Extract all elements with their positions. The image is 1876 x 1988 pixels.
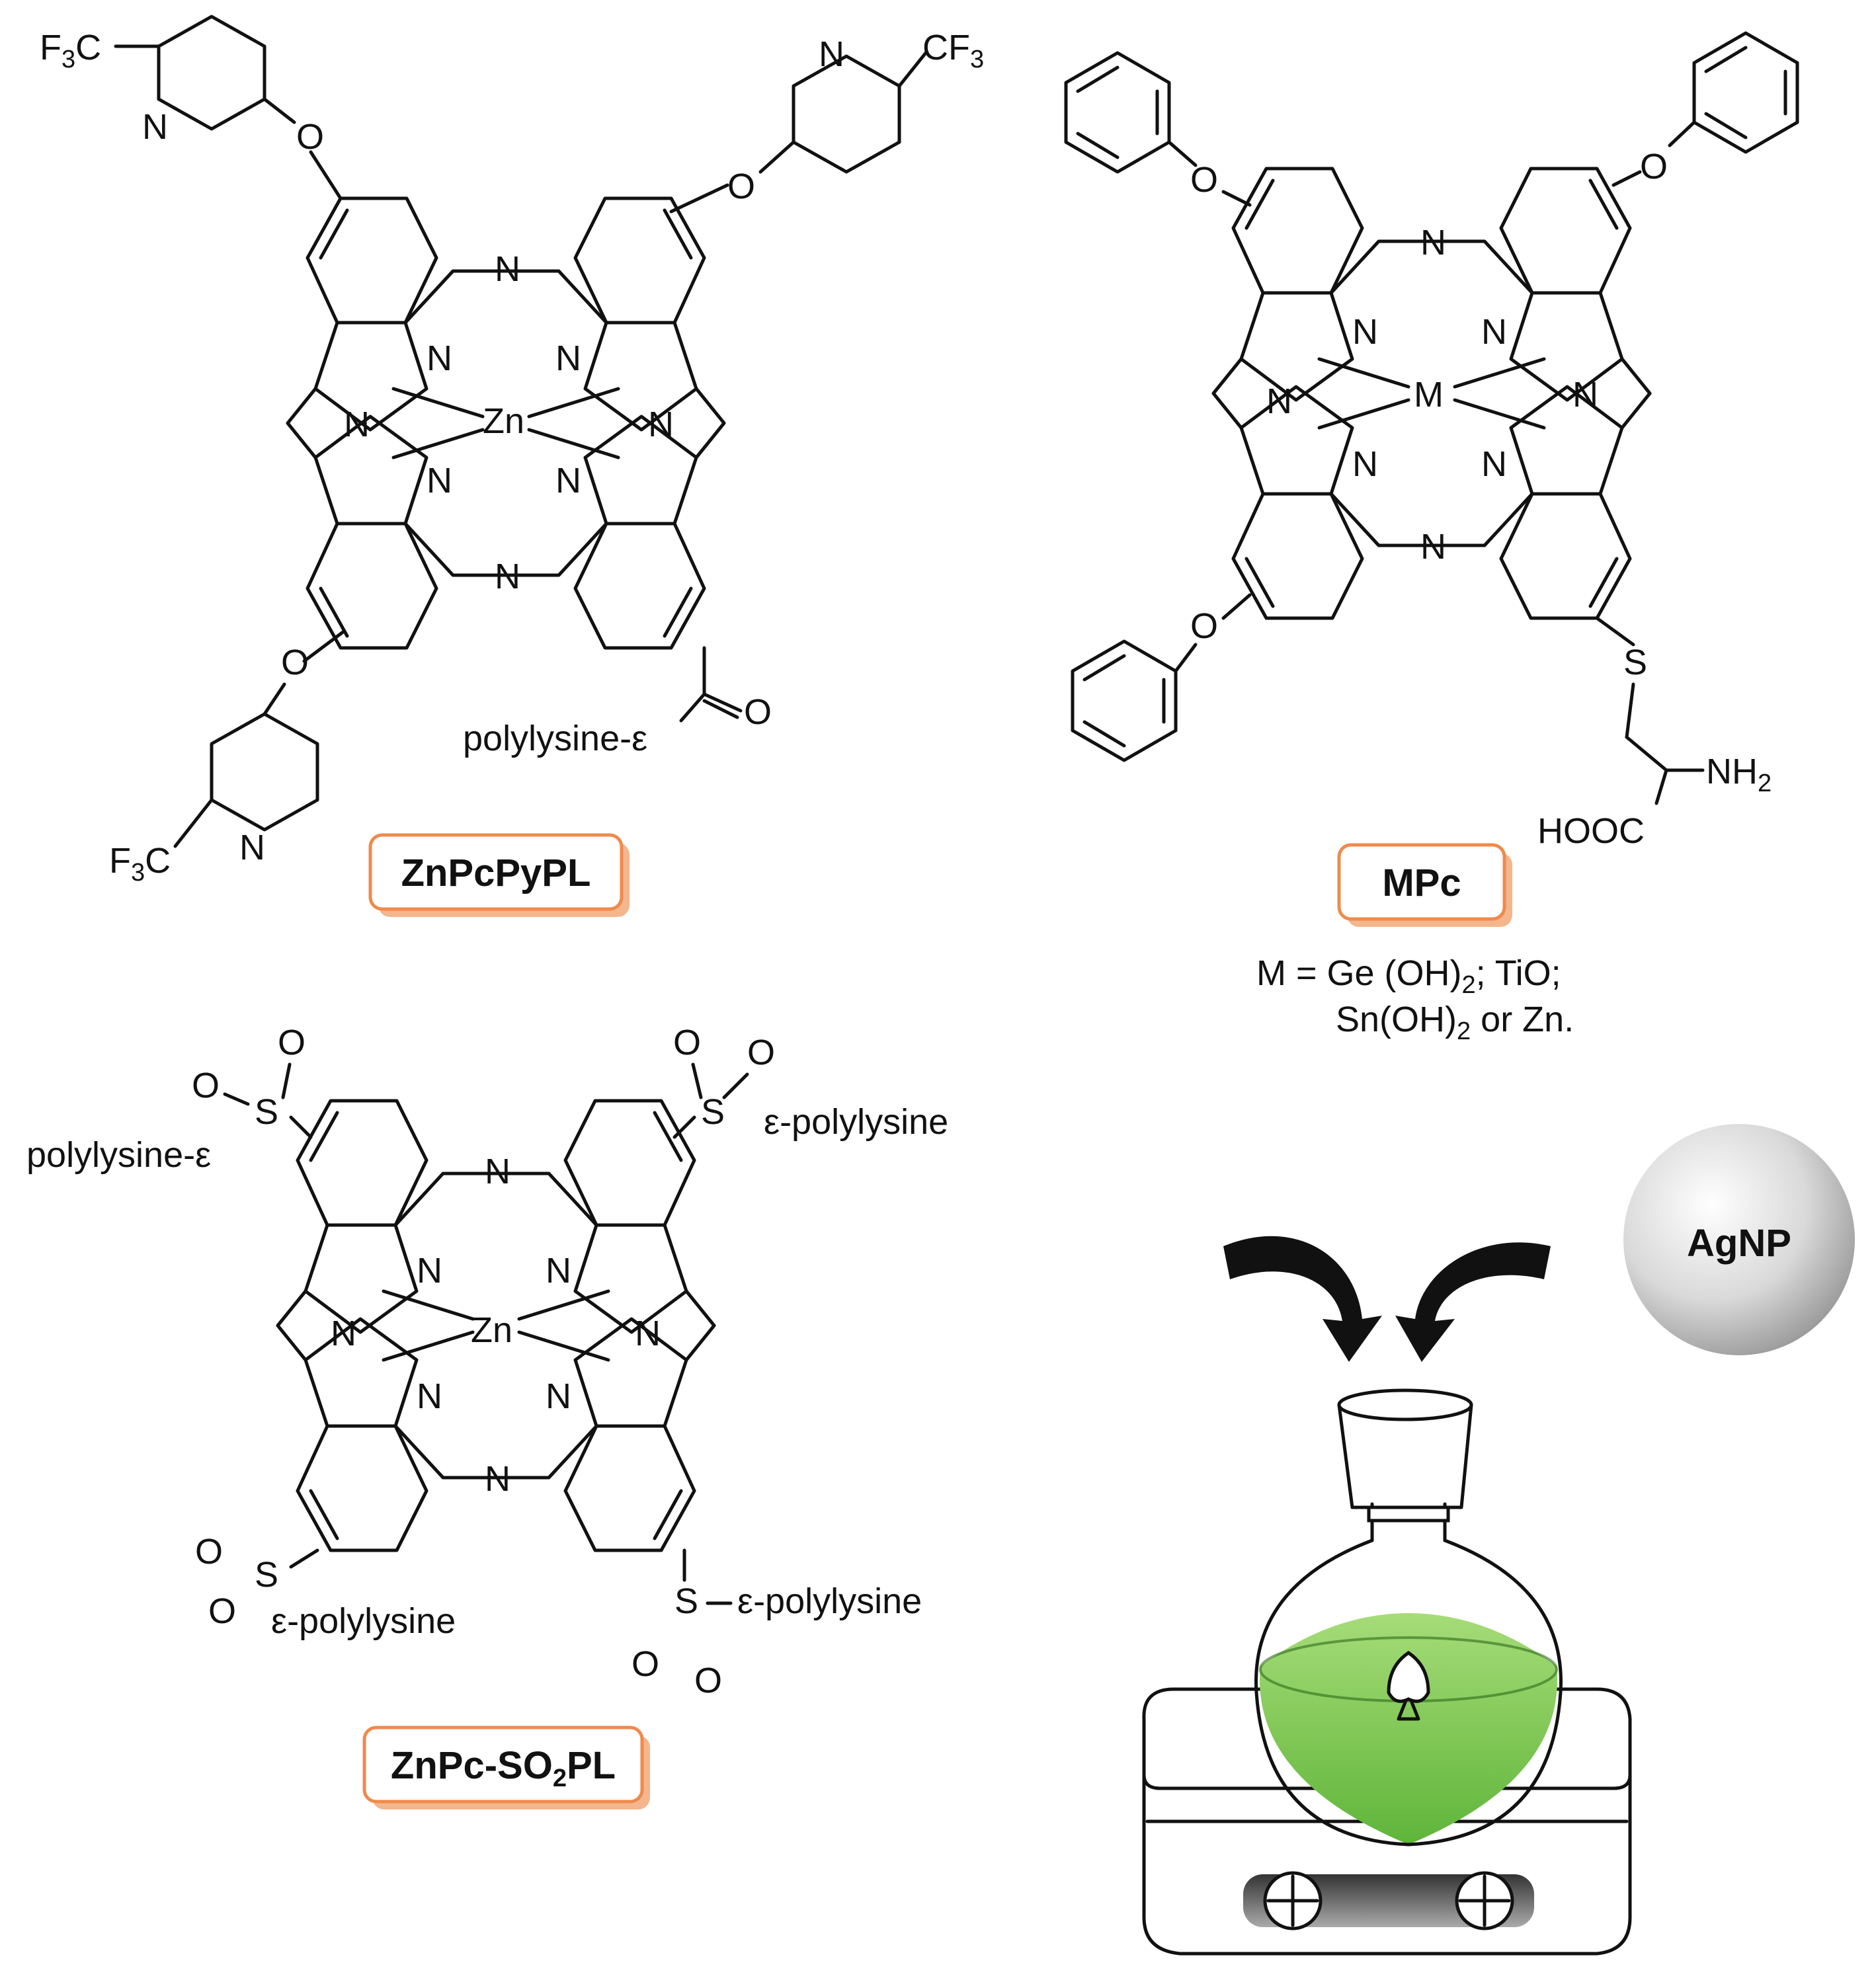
so2-meso-n-left: N <box>331 1314 356 1353</box>
mpc-label: MPc <box>1382 861 1461 904</box>
synthesis-setup: AgNP <box>1142 1124 1855 1956</box>
mpc-ether-o-2: O <box>1640 147 1668 186</box>
pyridine-n-1: N <box>142 107 168 147</box>
so2-linker-bl: ε-polylysine <box>271 1601 456 1641</box>
so2-linker-br: ε-polylysine <box>737 1581 922 1621</box>
so2-meso-n-right: N <box>635 1314 661 1353</box>
carbonyl-o: O <box>744 692 772 732</box>
so2-pyrrole-n-3: N <box>417 1376 442 1416</box>
mpc-meso-n-top: N <box>1420 223 1446 262</box>
so2-pyrrole-n-1: N <box>417 1251 442 1291</box>
mpc-metal-note-line1: M = Ge (OH)2; TiO; <box>1256 953 1561 999</box>
mpc-meso-n-left: N <box>1266 381 1292 421</box>
sulfonyl-o-3a: O <box>195 1532 223 1571</box>
pyrrole-n-3: N <box>427 461 452 500</box>
mpc-pyrrole-n-1: N <box>1352 312 1378 352</box>
mpc-metal: M <box>1414 375 1444 415</box>
so2-meso-n-top: N <box>485 1152 510 1191</box>
flask-body <box>1254 1502 1563 1847</box>
mpc-metal-note-line2: Sn(OH)2 or Zn. <box>1336 1000 1574 1045</box>
sulfonyl-s-4: S <box>674 1581 698 1621</box>
sulfonyl-o-2b: O <box>747 1033 775 1072</box>
stir-bar-icon <box>1387 1650 1430 1703</box>
sulfonyl-o-1a: O <box>278 1023 306 1062</box>
so2-pyrrole-n-4: N <box>546 1376 571 1416</box>
mpc-pyrrole-n-3: N <box>1352 444 1378 484</box>
hotplate-body <box>1142 1730 1632 1956</box>
agnp-label: AgNP <box>1687 1222 1791 1265</box>
znpcso2pl-badge <box>362 1726 644 1804</box>
cf3-2: CF3 <box>922 28 984 73</box>
mpc-meso-n-right: N <box>1572 375 1598 415</box>
metal-zn: Zn <box>483 401 524 441</box>
mpc-ether-o-3: O <box>1190 606 1218 646</box>
mpc-acid: HOOC <box>1537 811 1645 851</box>
mpc-pyrrole-n-2: N <box>1481 312 1507 352</box>
znpcso2pl-structure: N N N N N N N N Zn S O O polylysine-ε S … <box>26 1023 948 1809</box>
sulfonyl-s-2: S <box>701 1092 725 1132</box>
ether-o-1: O <box>296 117 324 157</box>
cf3-1: F3C <box>40 28 101 73</box>
so2-meso-n-bottom: N <box>485 1459 510 1499</box>
znpcso2pl-label: ZnPc-SO2PL <box>391 1744 616 1792</box>
ether-o-2: O <box>727 167 755 206</box>
sulfonyl-o-4b: O <box>694 1661 722 1700</box>
meso-n-bottom: N <box>495 557 520 596</box>
so2-linker-tl: polylysine-ε <box>26 1135 211 1175</box>
pyridine-n-2: N <box>819 34 844 74</box>
sulfonyl-o-3b: O <box>208 1591 236 1631</box>
mpc-structure: N N N N N N N N M O O O S NH2 HOOC <box>1066 33 1797 1045</box>
pyrrole-n-1: N <box>427 338 452 378</box>
pyrrole-n-4: N <box>555 461 581 500</box>
flask-liquid <box>1260 1613 1557 1845</box>
mpc-badge <box>1337 843 1506 921</box>
sulfonyl-o-4a: O <box>632 1644 659 1684</box>
znpcpypl-label: ZnPcPyPL <box>401 852 591 895</box>
meso-n-right: N <box>648 405 674 444</box>
mpc-ether-o-1: O <box>1190 160 1218 200</box>
polylysine-linker: polylysine-ε <box>463 719 647 758</box>
sulfonyl-o-2a: O <box>673 1023 701 1062</box>
hotplate-top <box>1142 1687 1632 1790</box>
znpcpypl-structure: N N N N N N N N Zn O N F3C O N CF3 O N F… <box>40 15 984 917</box>
pyrrole-n-2: N <box>555 338 581 378</box>
mpc-pyrrole-n-4: N <box>1481 444 1507 484</box>
mpc-meso-n-bottom: N <box>1420 527 1446 567</box>
cf3-3: F3C <box>109 841 171 887</box>
ether-o-3: O <box>281 643 309 682</box>
pyridine-n-3: N <box>239 828 265 867</box>
arrow-right <box>1395 1242 1551 1362</box>
so2-pyrrole-n-2: N <box>546 1251 571 1291</box>
mpc-thioether-s: S <box>1623 643 1647 682</box>
sulfonyl-s-1: S <box>255 1092 278 1132</box>
meso-n-top: N <box>495 249 520 289</box>
znpcpypl-badge <box>368 833 624 911</box>
sulfonyl-s-3: S <box>255 1555 278 1595</box>
so2-metal-zn: Zn <box>471 1310 512 1350</box>
sulfonyl-o-1b: O <box>192 1066 220 1105</box>
meso-n-left: N <box>344 405 370 444</box>
so2-linker-tr: ε-polylysine <box>764 1102 948 1142</box>
mpc-amine: NH2 <box>1706 752 1772 797</box>
arrow-left <box>1223 1236 1382 1362</box>
agnp-sphere <box>1623 1124 1855 1355</box>
